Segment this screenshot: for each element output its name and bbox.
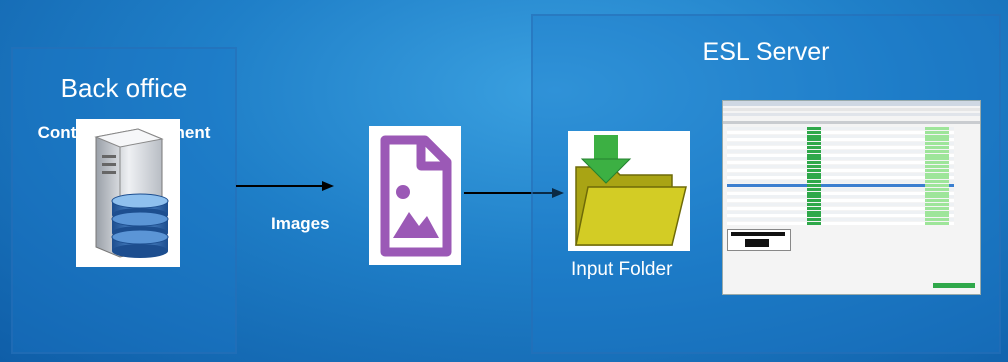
screenshot-row (727, 195, 954, 199)
back-office-panel: Back office Content Management (11, 47, 237, 354)
screenshot-row (727, 210, 954, 214)
screenshot-row (727, 218, 954, 222)
screenshot-row (727, 184, 954, 187)
screenshot-row (727, 134, 954, 138)
screenshot-row (727, 168, 954, 172)
input-folder-label: Input Folder (571, 259, 673, 280)
folder-download-icon (568, 131, 690, 251)
screenshot-row (727, 180, 954, 184)
screenshot-row (727, 153, 954, 157)
screenshot-row (727, 176, 954, 180)
arrow-right-icon (236, 181, 334, 191)
screenshot-row (727, 149, 954, 153)
back-office-title: Back office (60, 73, 188, 103)
screenshot-row (727, 157, 954, 161)
screenshot-row (727, 172, 954, 176)
arrow-right-icon (464, 188, 564, 198)
esl-software-screenshot (722, 100, 981, 295)
screenshot-row (727, 191, 954, 195)
esl-server-title: ESL Server (702, 38, 830, 66)
images-label: Images (271, 214, 330, 233)
screenshot-row (727, 203, 954, 206)
screenshot-row (727, 161, 954, 165)
screenshot-row (727, 206, 954, 210)
screenshot-row (727, 214, 954, 218)
screenshot-row (727, 127, 954, 130)
server-database-icon (76, 119, 180, 267)
screenshot-row (727, 138, 954, 142)
image-file-icon (369, 126, 461, 265)
screenshot-row (727, 146, 954, 149)
screenshot-row (727, 199, 954, 203)
screenshot-row (727, 165, 954, 168)
screenshot-row (727, 142, 954, 146)
screenshot-row (727, 130, 954, 134)
screenshot-row (727, 222, 954, 225)
screenshot-row (727, 187, 954, 191)
